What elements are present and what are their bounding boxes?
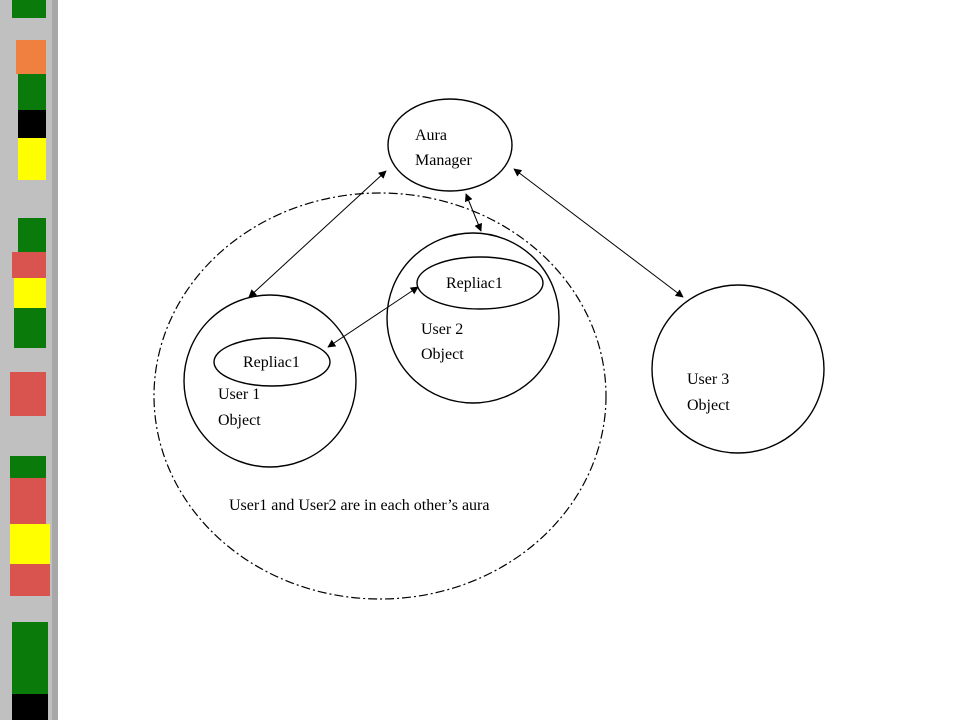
bar-block-green (14, 308, 46, 348)
bar-block-yellow (14, 278, 46, 308)
arrow-manager-user1 (248, 170, 387, 298)
user1-replica-node (213, 337, 331, 387)
bar-block-green (10, 456, 46, 478)
user3-label-line1: User 3 (687, 371, 729, 388)
bar-block-yellow (18, 138, 46, 180)
arrow-manager-user2 (464, 193, 483, 232)
aura-manager-node (387, 98, 513, 192)
aura-manager-label-line1: Aura (415, 127, 447, 144)
user2-label-line1: User 2 (421, 321, 463, 338)
arrow-replica-link (327, 286, 419, 348)
side-bar-edge (52, 0, 58, 720)
decorative-side-bar (0, 0, 58, 720)
bar-block-yellow (10, 524, 50, 564)
user1-replica-label: Repliac1 (243, 354, 300, 371)
aura-caption: User1 and User2 are in each other’s aura (229, 497, 489, 514)
bar-block-green (12, 622, 48, 694)
aura-manager-label-line2: Manager (415, 152, 473, 169)
bar-block-red (12, 252, 46, 278)
bar-block-green (18, 74, 46, 110)
bar-block-red (10, 478, 46, 524)
user3-object-node (651, 284, 825, 454)
bar-block-black (18, 110, 46, 138)
user2-replica-label: Repliac1 (446, 275, 503, 292)
user2-label-line2: Object (421, 346, 464, 363)
bar-block-red (10, 372, 46, 416)
bar-block-green (18, 218, 46, 252)
user1-label-line1: User 1 (218, 386, 260, 403)
bar-block-black (12, 694, 48, 720)
user1-label-line2: Object (218, 412, 261, 429)
arrow-manager-user3 (513, 168, 684, 298)
bar-block-orange (16, 40, 46, 74)
user3-label-line2: Object (687, 397, 730, 414)
bar-block-red (10, 564, 50, 596)
bar-block-green (12, 0, 46, 18)
